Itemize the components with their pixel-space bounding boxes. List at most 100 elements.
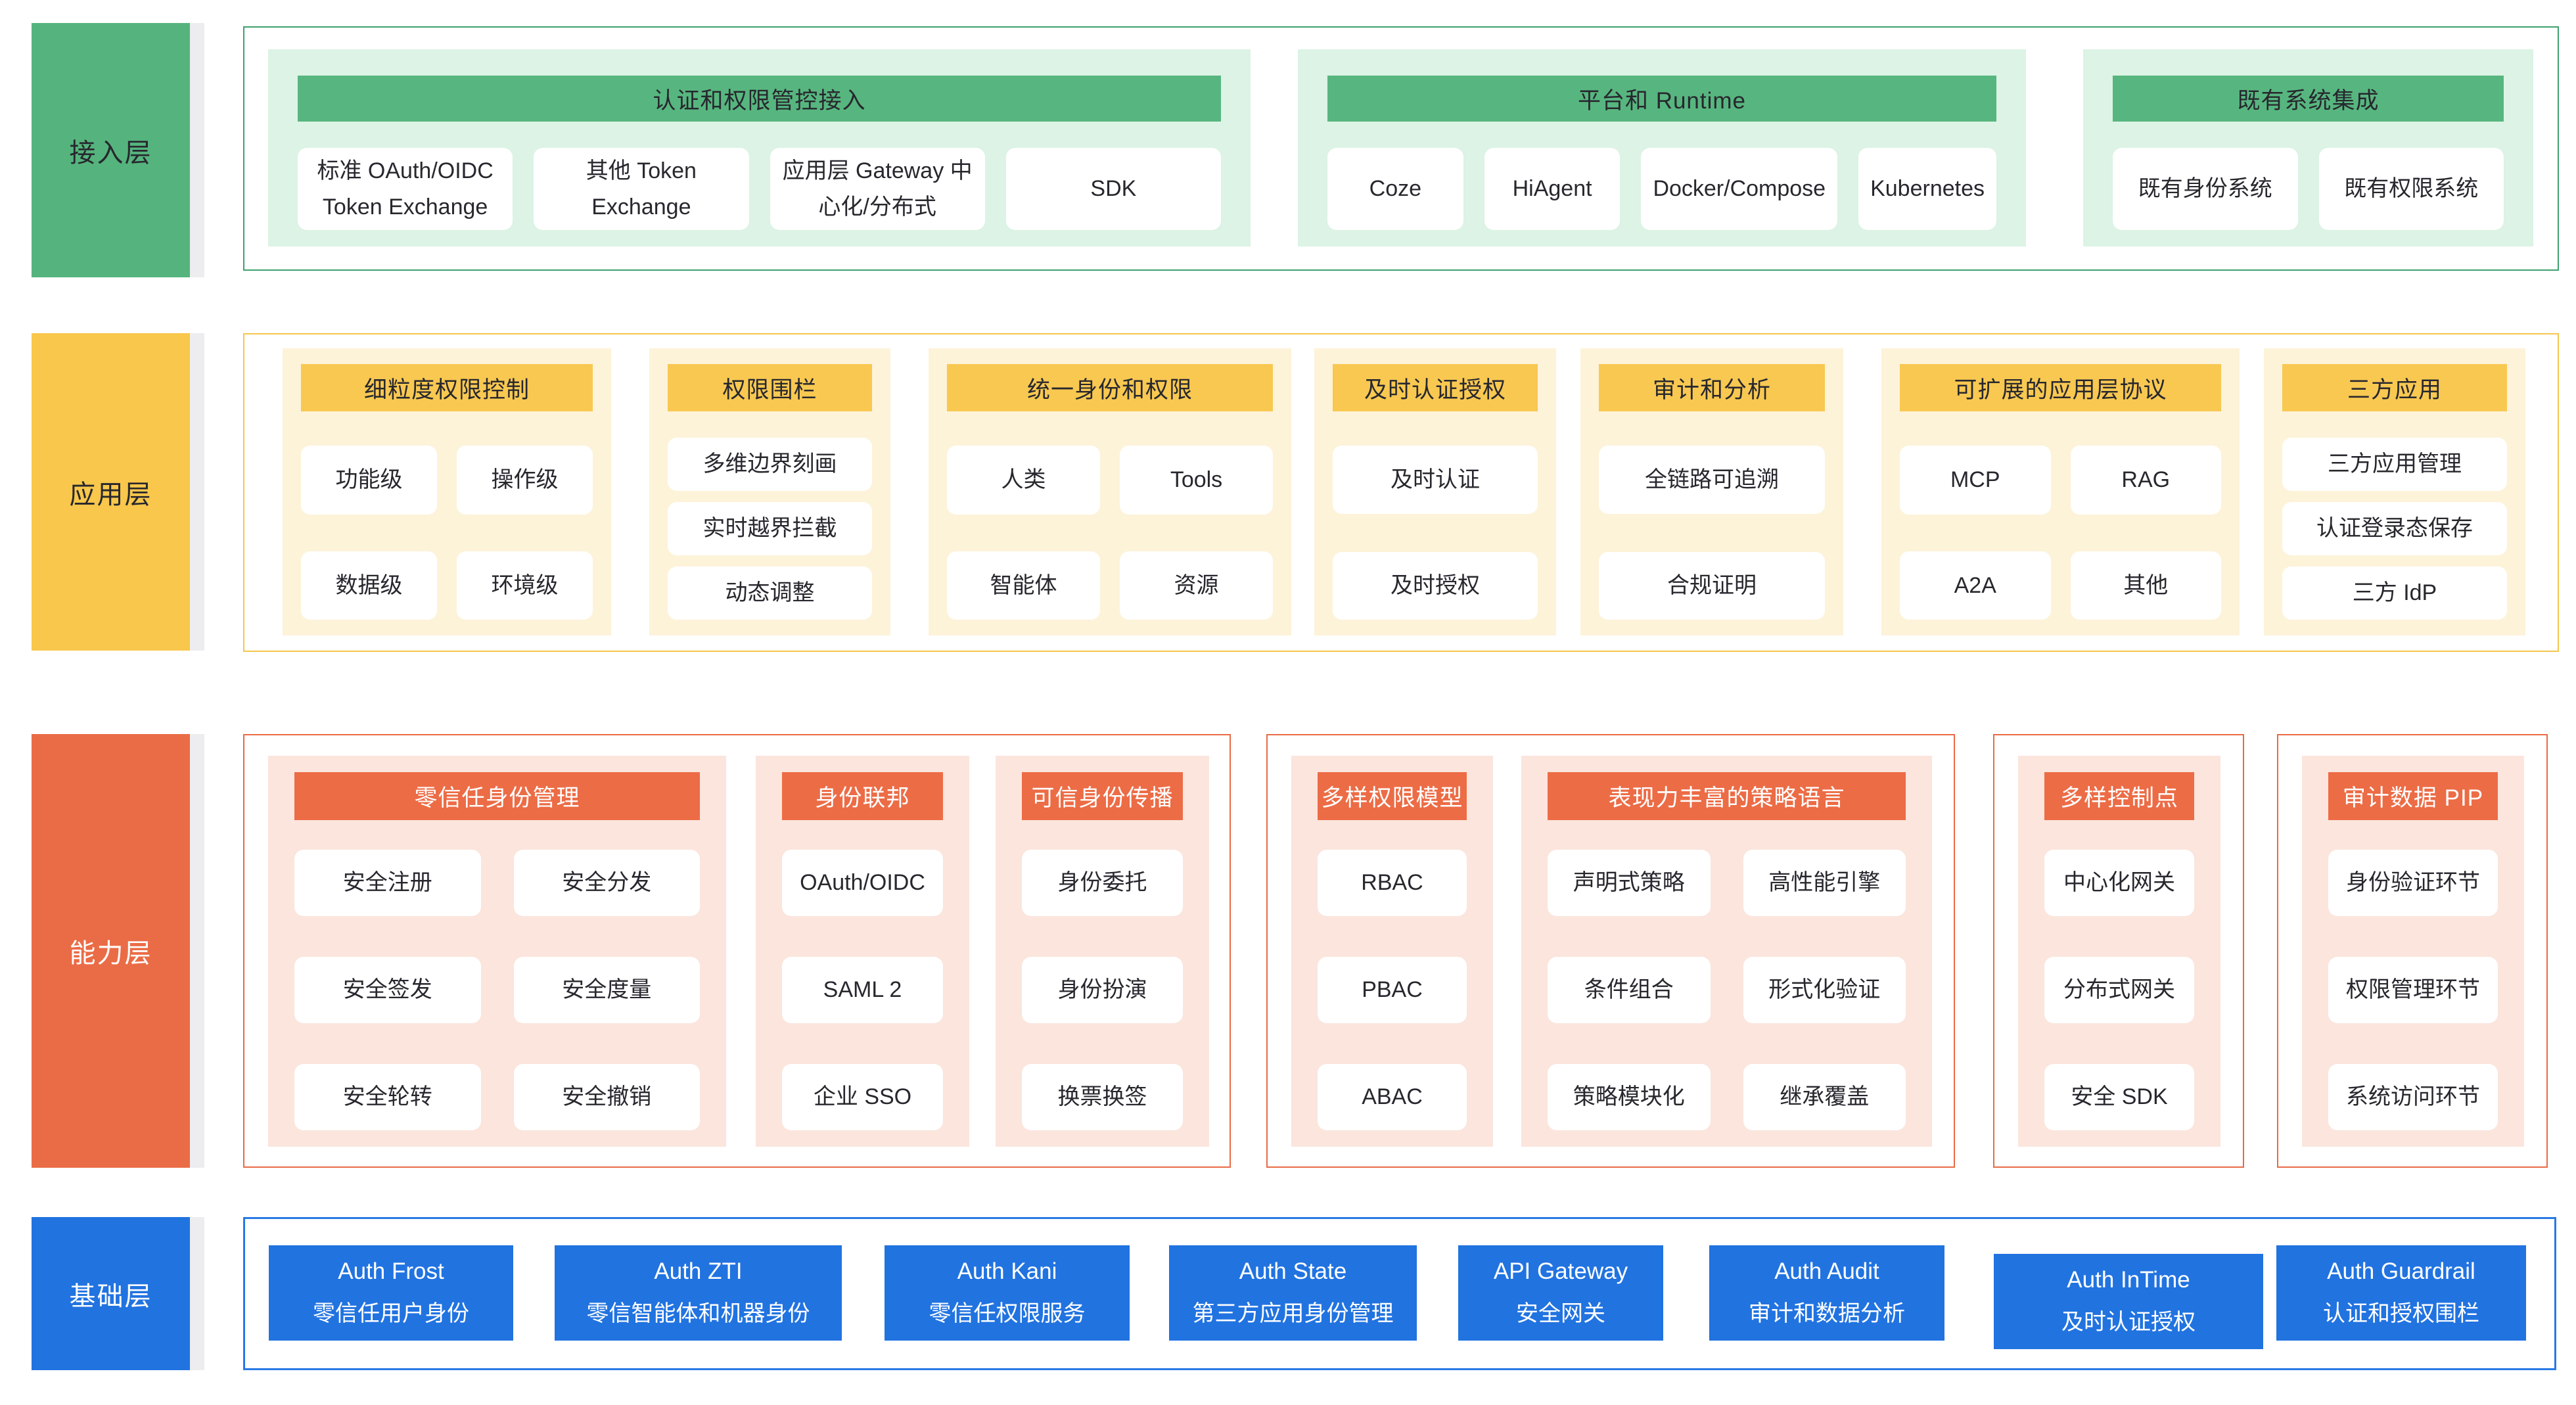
- group-existing-system-integration: 既有系统集成 既有身份系统 既有权限系统: [2083, 49, 2533, 246]
- item-card: 多维边界刻画: [668, 438, 872, 491]
- item-card: 声明式策略: [1548, 850, 1711, 916]
- item-card: 企业 SSO: [782, 1064, 943, 1130]
- capability-box-audit-pip: 审计数据 PIP 身份验证环节 权限管理环节 系统访问环节: [2277, 734, 2548, 1168]
- product-name: Auth Kani: [957, 1258, 1057, 1284]
- product-desc: 零信任权限服务: [929, 1301, 1086, 1326]
- product-api-gateway: API Gateway 安全网关: [1458, 1245, 1663, 1341]
- group-items: 三方应用管理 认证登录态保存 三方 IdP: [2282, 438, 2507, 620]
- item-card: 既有权限系统: [2318, 148, 2504, 230]
- group-items: MCP RAG A2A 其他: [1900, 446, 2221, 620]
- item-card: 继承覆盖: [1743, 1064, 1906, 1130]
- item-card: 权限管理环节: [2328, 957, 2498, 1023]
- group-audit-analysis: 审计和分析 全链路可追溯 合规证明: [1580, 348, 1843, 635]
- layer-label-access: 接入层: [32, 23, 190, 277]
- item-card: 安全度量: [513, 957, 700, 1023]
- item-card: Kubernetes: [1858, 148, 1996, 230]
- item-card: 数据级: [301, 551, 437, 620]
- item-card: RBAC: [1318, 850, 1467, 916]
- item-card: 安全撤销: [513, 1064, 700, 1130]
- item-card: 身份扮演: [1022, 957, 1183, 1023]
- item-card: 系统访问环节: [2328, 1064, 2498, 1130]
- product-desc: 安全网关: [1516, 1301, 1605, 1326]
- group-expressive-policy-language: 表现力丰富的策略语言 声明式策略 高性能引擎 条件组合 形式化验证 策略模块化 …: [1521, 756, 1932, 1147]
- item-card: 及时授权: [1333, 551, 1538, 620]
- group-items: 人类 Tools 智能体 资源: [947, 446, 1273, 620]
- layer-divider-application: [190, 333, 204, 651]
- item-card: 人类: [947, 446, 1100, 515]
- item-card: 及时认证: [1333, 446, 1538, 514]
- group-title: 多样控制点: [2044, 772, 2194, 820]
- group-items: 全链路可追溯 合规证明: [1599, 446, 1825, 620]
- layer-label-foundation: 基础层: [32, 1217, 190, 1370]
- item-card: 高性能引擎: [1743, 850, 1906, 916]
- group-jit-auth: 及时认证授权 及时认证 及时授权: [1314, 348, 1556, 635]
- capability-box-identity: 零信任身份管理 安全注册 安全分发 安全签发 安全度量 安全轮转 安全撤销 身份…: [243, 734, 1231, 1168]
- layer-label-application: 应用层: [32, 333, 190, 651]
- product-auth-audit: Auth Audit 审计和数据分析: [1709, 1245, 1944, 1341]
- item-card: SDK: [1005, 148, 1221, 230]
- group-diverse-control-points: 多样控制点 中心化网关 分布式网关 安全 SDK: [2018, 756, 2220, 1147]
- group-title: 三方应用: [2282, 364, 2507, 411]
- item-card: 形式化验证: [1743, 957, 1906, 1023]
- group-permission-models: 多样权限模型 RBAC PBAC ABAC: [1291, 756, 1493, 1147]
- item-card: 安全 SDK: [2044, 1064, 2194, 1130]
- item-card: 既有身份系统: [2113, 148, 2298, 230]
- item-card: ABAC: [1318, 1064, 1467, 1130]
- layer-divider-access: [190, 23, 204, 277]
- group-title: 认证和权限管控接入: [298, 76, 1221, 122]
- item-card: PBAC: [1318, 957, 1467, 1023]
- group-title: 零信任身份管理: [294, 772, 700, 820]
- item-card: 其他 Token Exchange: [534, 148, 749, 230]
- product-auth-guardrail: Auth Guardrail 认证和授权围栏: [2276, 1245, 2526, 1341]
- item-card: 换票换签: [1022, 1064, 1183, 1130]
- group-auth-permission-access: 认证和权限管控接入 标准 OAuth/OIDC Token Exchange 其…: [268, 49, 1251, 246]
- item-card: 安全注册: [294, 850, 481, 916]
- access-layer-row: 认证和权限管控接入 标准 OAuth/OIDC Token Exchange 其…: [243, 26, 2559, 271]
- group-title: 统一身份和权限: [947, 364, 1273, 411]
- item-card: 安全轮转: [294, 1064, 481, 1130]
- capability-box-policy: 多样权限模型 RBAC PBAC ABAC 表现力丰富的策略语言 声明式策略 高…: [1266, 734, 1955, 1168]
- group-items: OAuth/OIDC SAML 2 企业 SSO: [782, 850, 943, 1130]
- item-card: OAuth/OIDC: [782, 850, 943, 916]
- group-title: 审计和分析: [1599, 364, 1825, 411]
- group-items: Coze HiAgent Docker/Compose Kubernetes: [1327, 148, 1996, 230]
- product-name: Auth Guardrail: [2327, 1258, 2475, 1284]
- item-card: MCP: [1900, 446, 2051, 515]
- group-items: 标准 OAuth/OIDC Token Exchange 其他 Token Ex…: [298, 148, 1221, 230]
- group-items: 身份验证环节 权限管理环节 系统访问环节: [2328, 850, 2498, 1130]
- item-card: 身份验证环节: [2328, 850, 2498, 916]
- group-extensible-protocols: 可扩展的应用层协议 MCP RAG A2A 其他: [1881, 348, 2240, 635]
- product-auth-kani: Auth Kani 零信任权限服务: [885, 1245, 1130, 1341]
- item-card: 全链路可追溯: [1599, 446, 1825, 514]
- product-name: Auth Audit: [1774, 1258, 1879, 1284]
- group-items: 既有身份系统 既有权限系统: [2113, 148, 2504, 230]
- group-identity-federation: 身份联邦 OAuth/OIDC SAML 2 企业 SSO: [756, 756, 969, 1147]
- capability-box-control-points: 多样控制点 中心化网关 分布式网关 安全 SDK: [1993, 734, 2244, 1168]
- item-card: 标准 OAuth/OIDC Token Exchange: [298, 148, 513, 230]
- group-items: RBAC PBAC ABAC: [1318, 850, 1467, 1130]
- product-name: Auth State: [1239, 1258, 1347, 1284]
- product-name: Auth InTime: [2067, 1267, 2190, 1293]
- product-auth-state: Auth State 第三方应用身份管理: [1169, 1245, 1417, 1341]
- group-audit-data-pip: 审计数据 PIP 身份验证环节 权限管理环节 系统访问环节: [2302, 756, 2524, 1147]
- group-items: 功能级 操作级 数据级 环境级: [301, 446, 593, 620]
- product-desc: 及时认证授权: [2061, 1310, 2196, 1335]
- layer-divider-foundation: [190, 1217, 204, 1370]
- group-items: 多维边界刻画 实时越界拦截 动态调整: [668, 438, 872, 620]
- item-card: SAML 2: [782, 957, 943, 1023]
- item-card: 条件组合: [1548, 957, 1711, 1023]
- group-title: 可信身份传播: [1022, 772, 1183, 820]
- product-desc: 第三方应用身份管理: [1192, 1301, 1394, 1326]
- item-card: 操作级: [457, 446, 593, 515]
- group-permission-guardrail: 权限围栏 多维边界刻画 实时越界拦截 动态调整: [649, 348, 890, 635]
- group-items: 身份委托 身份扮演 换票换签: [1022, 850, 1183, 1130]
- product-desc: 零信任用户身份: [313, 1301, 469, 1326]
- item-card: 安全签发: [294, 957, 481, 1023]
- item-card: 安全分发: [513, 850, 700, 916]
- group-zero-trust-identity-mgmt: 零信任身份管理 安全注册 安全分发 安全签发 安全度量 安全轮转 安全撤销: [268, 756, 726, 1147]
- item-card: 资源: [1120, 551, 1273, 620]
- layer-divider-capability: [190, 734, 204, 1168]
- group-platform-runtime: 平台和 Runtime Coze HiAgent Docker/Compose …: [1298, 49, 2026, 246]
- group-title: 可扩展的应用层协议: [1900, 364, 2221, 411]
